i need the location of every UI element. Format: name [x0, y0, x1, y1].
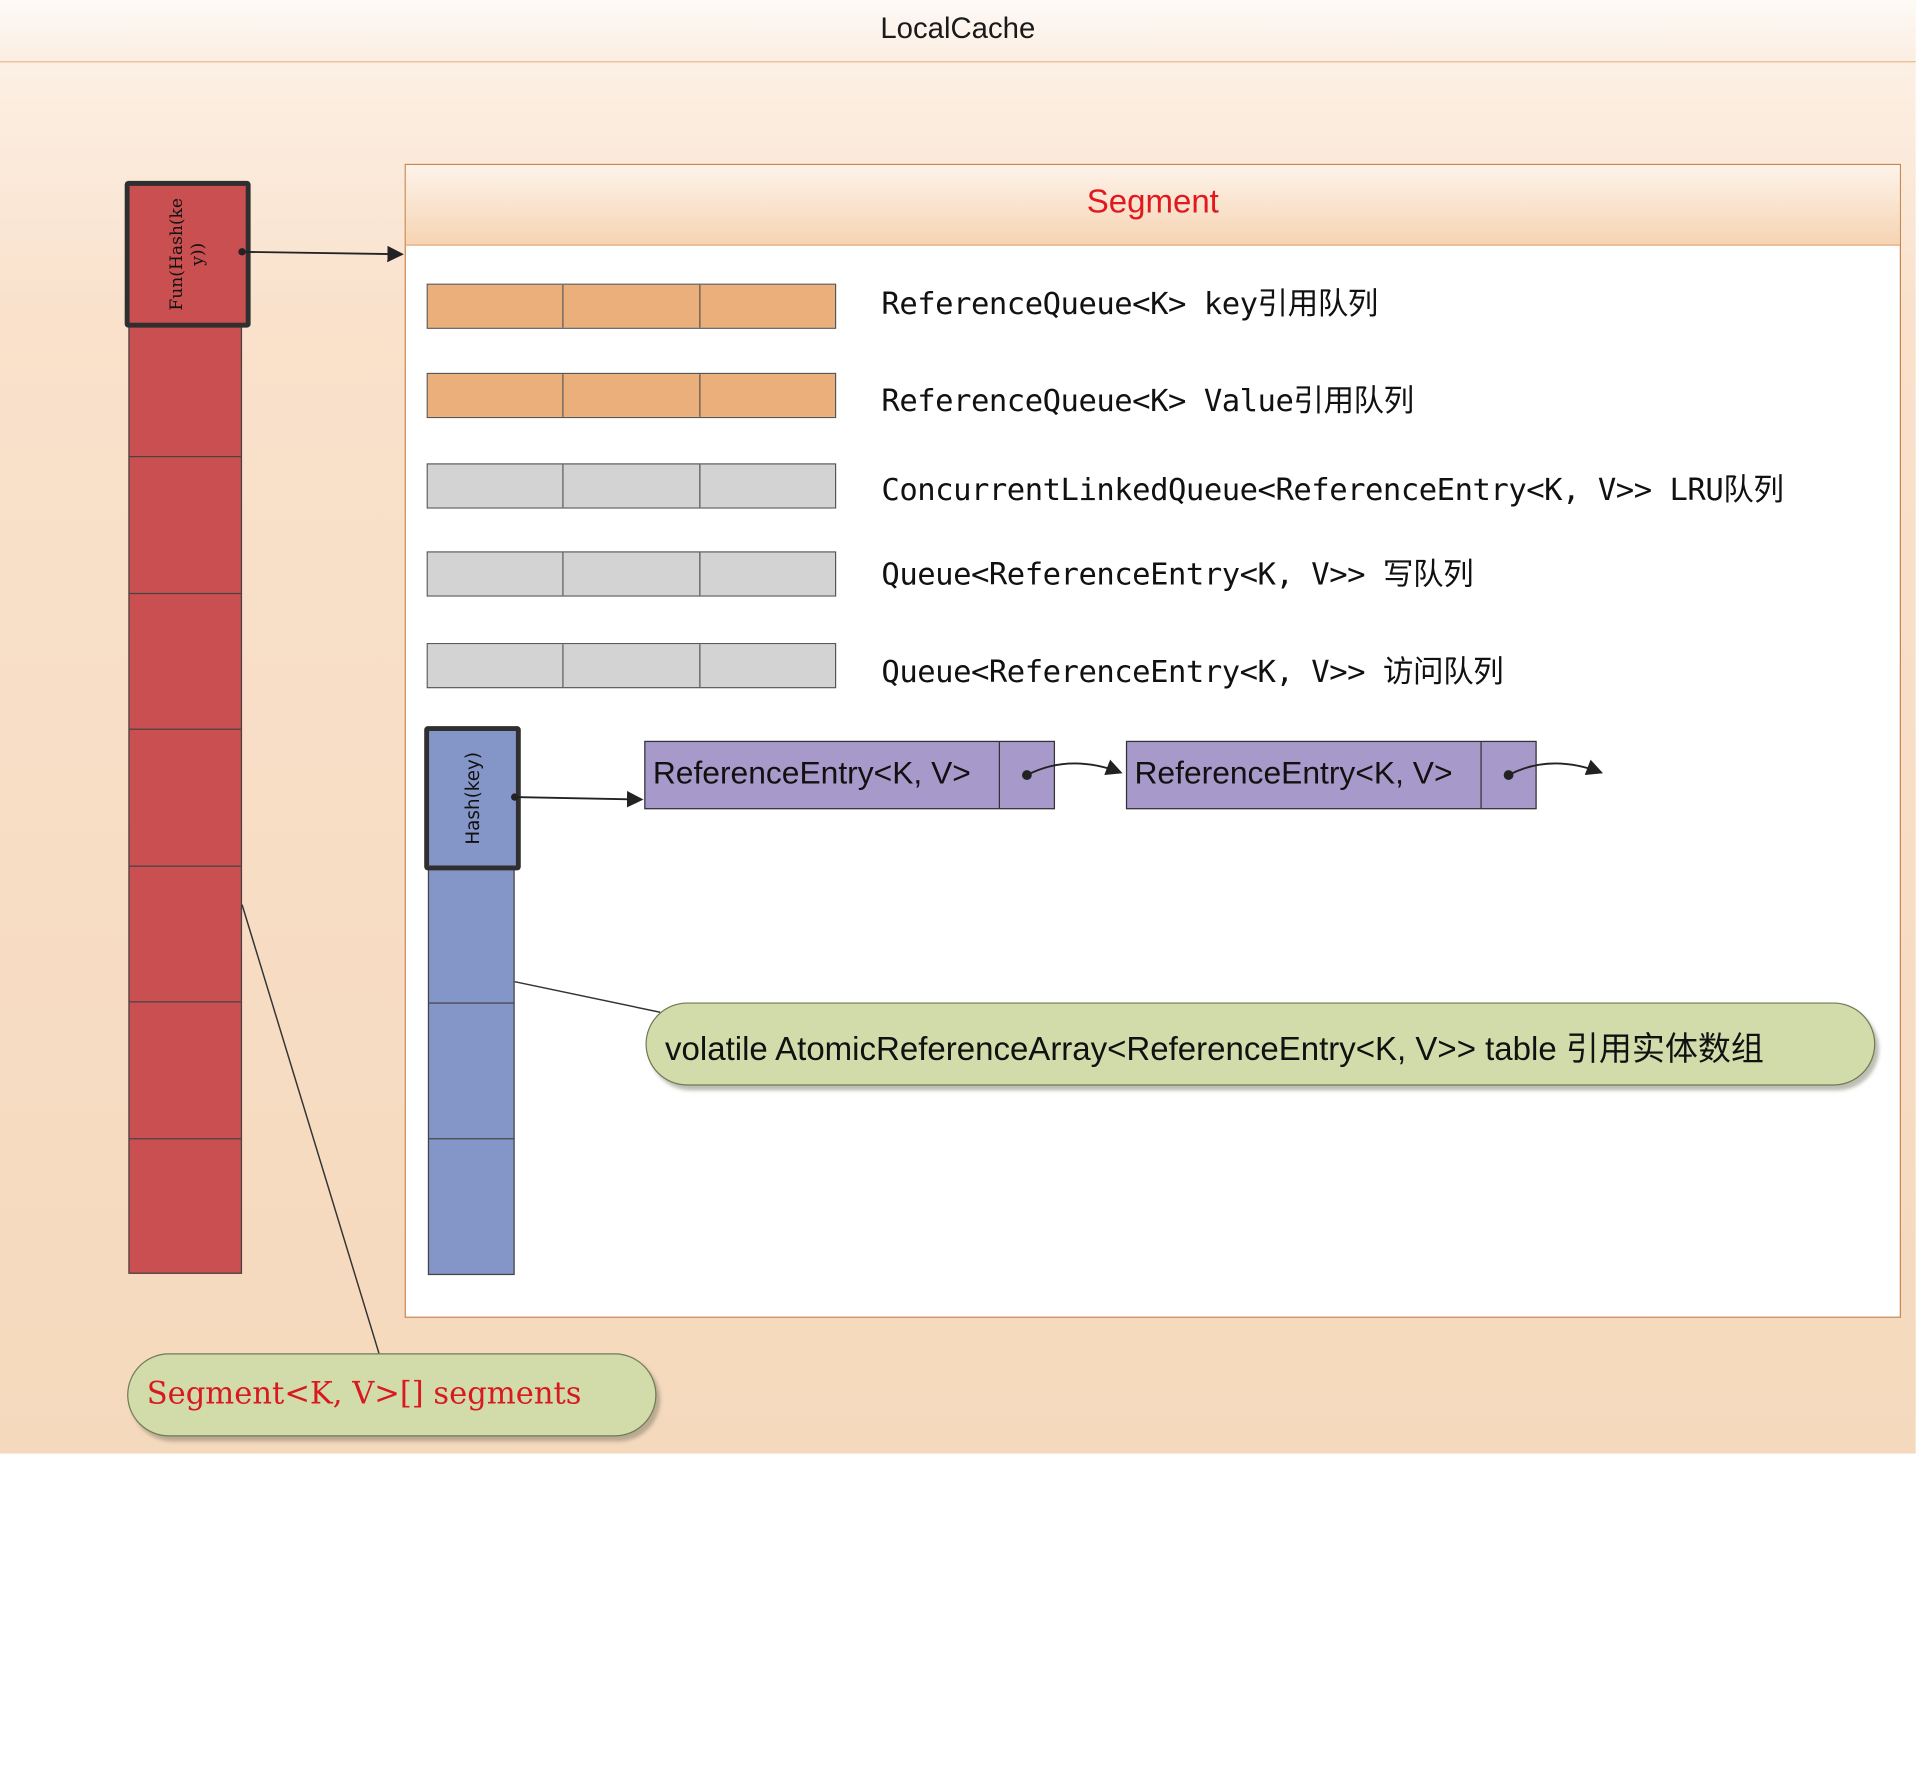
- table-array-divider: [429, 1138, 514, 1140]
- write-queue-label: Queue<ReferenceEntry<K, V>> 写队列: [881, 556, 1474, 592]
- lru-queue-label: ConcurrentLinkedQueue<ReferenceEntry<K, …: [881, 471, 1784, 508]
- key-reference-queue-label: ReferenceQueue<K> key引用队列: [881, 286, 1378, 322]
- table-array-head-cell: Hash(key): [424, 726, 521, 871]
- queue-cell: [427, 284, 564, 328]
- reference-entry-label: ReferenceEntry<K, V>: [652, 754, 971, 791]
- reference-entry-label: ReferenceEntry<K, V>: [1134, 754, 1453, 791]
- entry-next-arrow: [1508, 759, 1604, 776]
- connectors: [238, 245, 1604, 1354]
- reference-entry-pointer-divider: [998, 742, 1001, 809]
- value-reference-queue: [426, 372, 837, 419]
- hash-pointer-dot: [511, 793, 519, 801]
- segment-title: Segment: [1086, 183, 1219, 221]
- queue-cell: [427, 464, 564, 508]
- reference-entry: ReferenceEntry<K, V>: [644, 740, 1056, 810]
- lru-queue: [426, 463, 837, 509]
- segments-to-segment-arrow: [242, 245, 404, 263]
- reference-entry-pointer-divider: [1480, 742, 1482, 809]
- queue-cell: [700, 644, 835, 688]
- reference-entry: ReferenceEntry<K, V>: [1125, 740, 1537, 810]
- segments-array-divider: [129, 455, 241, 458]
- segments-callout: Segment<K, V>[] segments: [127, 1353, 657, 1437]
- access-queue-label: Queue<ReferenceEntry<K, V>> 访问队列: [881, 654, 1504, 690]
- title-bar: LocalCache: [0, 0, 1916, 63]
- segments-array-divider: [129, 1001, 241, 1003]
- segments-array-divider: [129, 728, 241, 730]
- segments-array-divider: [129, 592, 241, 595]
- segments-array-head-cell: Fun(Hash(key)): [124, 180, 251, 328]
- segments-callout-leader: [241, 904, 380, 1354]
- table-callout: volatile AtomicReferenceArray<ReferenceE…: [645, 1002, 1876, 1086]
- entry-next-pointer-dot: [1022, 770, 1032, 780]
- queue-cell: [700, 552, 835, 596]
- queue-cell: [563, 374, 701, 417]
- segments-array-column: [128, 320, 243, 1274]
- entry-next-arrow: [1026, 759, 1123, 776]
- diagram: LocalCache Fun(Hash(key)) Segment Refere…: [0, 0, 1916, 1454]
- queue-cell: [427, 374, 564, 417]
- hash-pointer-dot: [238, 248, 246, 256]
- queue-cell: [563, 552, 701, 596]
- queue-cell: [700, 374, 835, 417]
- segments-callout-label: Segment<K, V>[] segments: [146, 1375, 582, 1411]
- queue-cell: [700, 284, 835, 328]
- key-reference-queue: [426, 283, 837, 329]
- table-callout-label: volatile AtomicReferenceArray<ReferenceE…: [665, 1030, 1764, 1068]
- queue-cell: [563, 464, 701, 508]
- diagram-title: LocalCache: [880, 12, 1036, 46]
- queue-cell: [700, 464, 835, 508]
- table-to-entry-arrow: [514, 790, 644, 808]
- table-callout-leader: [514, 980, 661, 1013]
- segment-header: Segment: [405, 165, 1900, 246]
- value-reference-queue-label: ReferenceQueue<K> Value引用队列: [881, 382, 1414, 419]
- segments-array-divider: [129, 865, 241, 867]
- queue-cell: [427, 644, 564, 688]
- queue-cell: [563, 284, 701, 328]
- table-array-divider: [429, 1002, 514, 1004]
- queue-cell: [427, 552, 564, 596]
- access-queue: [426, 643, 837, 689]
- table-array-column: [427, 867, 515, 1276]
- write-queue: [426, 551, 837, 597]
- segments-array-divider: [129, 1138, 241, 1140]
- queue-cell: [563, 644, 701, 688]
